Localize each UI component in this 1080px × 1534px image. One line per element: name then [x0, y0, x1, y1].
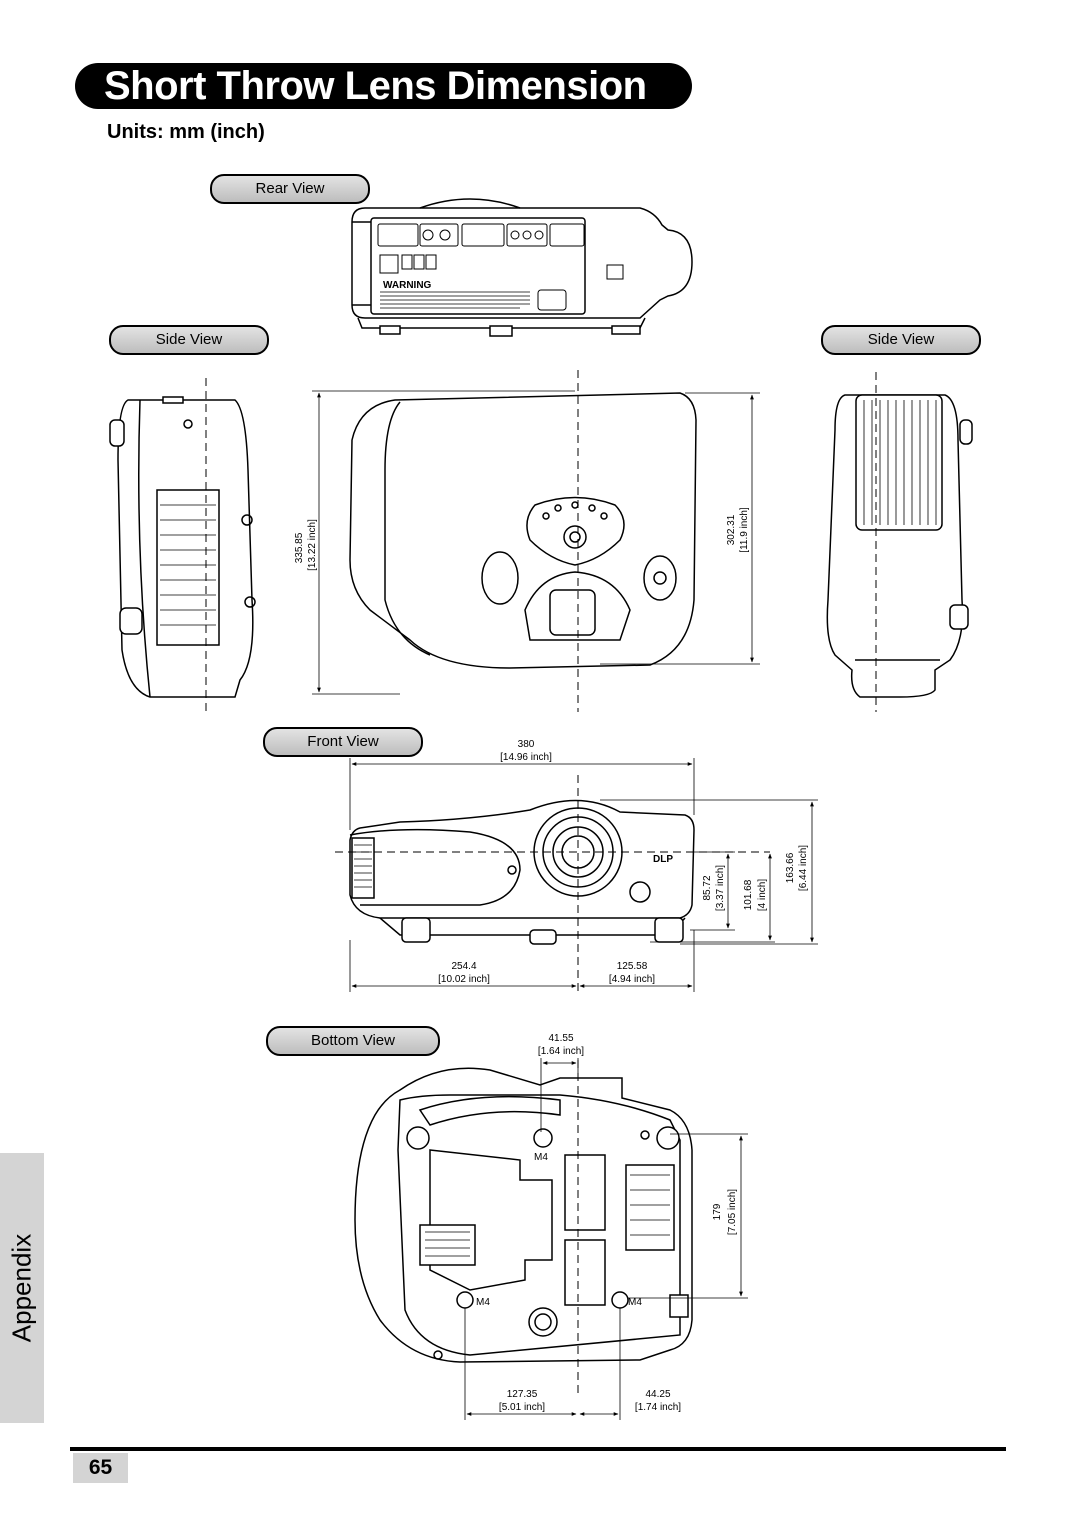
dimension-335: [312, 390, 575, 695]
m4-label-left: M4: [476, 1297, 490, 1308]
units-label: Units: mm (inch): [107, 121, 265, 143]
dimension-front-widths: [349, 930, 695, 992]
dimension-380: [349, 758, 695, 830]
dlp-logo: DLP: [653, 854, 673, 865]
dim-179-inch: [7.05 inch]: [727, 1189, 738, 1235]
rear-view-drawing: [351, 198, 693, 337]
dim-302-value: 302.31: [726, 514, 737, 545]
dim-125-inch: [4.94 inch]: [609, 974, 655, 985]
dimension-179: [628, 1133, 748, 1299]
dim-85-value: 85.72: [702, 875, 713, 900]
dim-302-inch: [11.9 inch]: [739, 507, 750, 553]
dimension-302: [600, 392, 760, 665]
dim-335-value: 335.85: [294, 532, 305, 563]
appendix-side-tab-label: Appendix: [6, 1233, 37, 1343]
rear-view-label: Rear View: [210, 174, 370, 204]
dim-41-inch: [1.64 inch]: [538, 1046, 584, 1057]
dim-41-value: 41.55: [548, 1033, 573, 1044]
dim-179-value: 179: [712, 1203, 723, 1220]
dim-254-inch: [10.02 inch]: [438, 974, 490, 985]
dim-44-inch: [1.74 inch]: [635, 1402, 681, 1413]
dim-127-inch: [5.01 inch]: [499, 1402, 545, 1413]
dim-101-inch: [4 inch]: [757, 879, 768, 911]
bottom-view-label: Bottom View: [266, 1026, 440, 1056]
left-side-view-drawing: [109, 396, 256, 698]
dim-163-inch: [6.44 inch]: [798, 845, 809, 891]
dim-101-value: 101.68: [743, 879, 754, 910]
dim-380-value: 380: [518, 739, 535, 750]
warning-text: WARNING: [383, 280, 432, 291]
side-view-right-label: Side View: [821, 325, 981, 355]
page-title: Short Throw Lens Dimension: [104, 64, 647, 108]
title-bar: [75, 63, 692, 109]
front-view-label: Front View: [263, 727, 423, 757]
front-view-drawing: [349, 799, 695, 945]
dim-335-inch: [13.22 inch]: [307, 519, 318, 571]
dim-125-value: 125.58: [617, 961, 648, 972]
dim-127-value: 127.35: [507, 1389, 538, 1400]
top-view-drawing: [349, 392, 697, 669]
page-number: 65: [73, 1453, 128, 1483]
dim-44-value: 44.25: [645, 1389, 670, 1400]
dim-380-inch: [14.96 inch]: [500, 752, 552, 763]
m4-label-right: M4: [628, 1297, 642, 1308]
dim-163-value: 163.66: [785, 852, 796, 883]
dim-85-inch: [3.37 inch]: [715, 865, 726, 911]
appendix-side-tab: [0, 1153, 44, 1423]
dimension-41: [540, 1058, 579, 1132]
right-side-view-drawing: [826, 394, 973, 698]
dimension-bottom-widths: [464, 1308, 621, 1420]
side-view-left-label: Side View: [109, 325, 269, 355]
footer-rule: [70, 1447, 1006, 1451]
m4-label-top: M4: [534, 1152, 548, 1163]
bottom-view-drawing: [354, 1067, 693, 1363]
dimension-front-heights: [600, 799, 818, 945]
dim-254-value: 254.4: [451, 961, 476, 972]
